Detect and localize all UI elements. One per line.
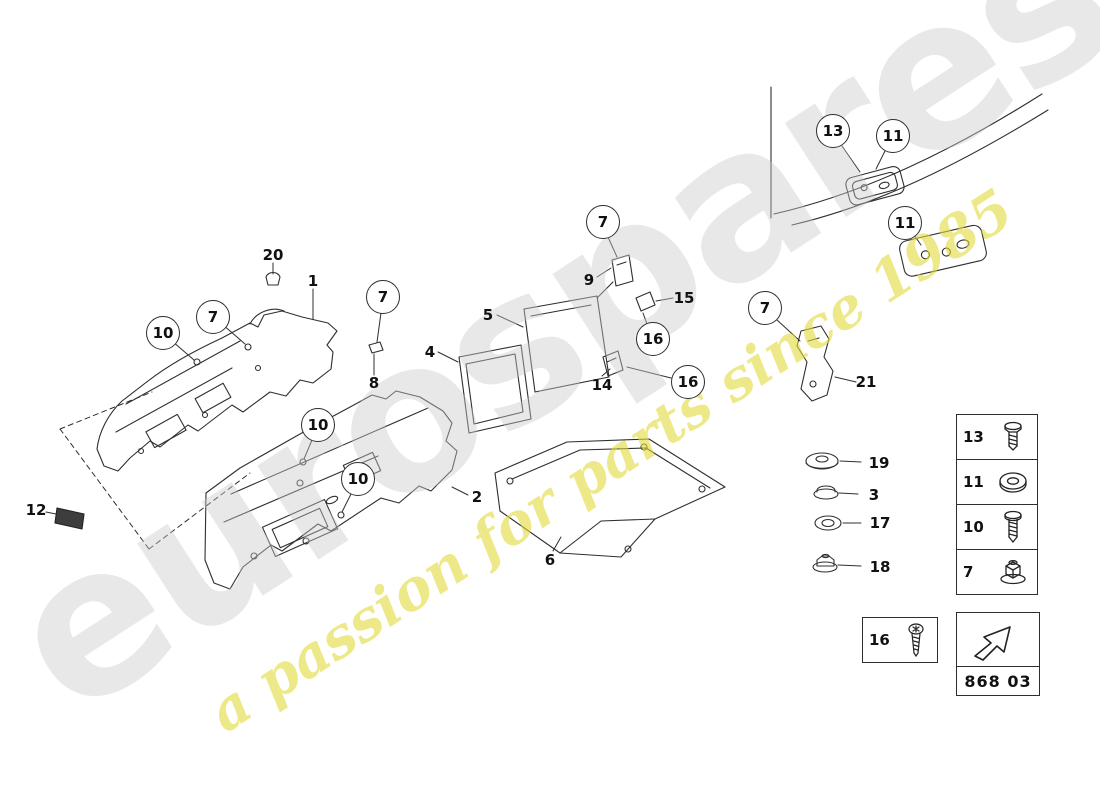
callout-circle-11[interactable]: 11 [888,206,922,240]
fastener-legend-table: 13 11 10 7 [956,414,1038,595]
arrow-icon [957,619,1039,661]
part-label-8[interactable]: 8 [368,374,380,392]
callout-circle-10[interactable]: 10 [301,408,335,442]
part-label-9[interactable]: 9 [583,271,595,289]
legend-part-number: 16 [869,631,890,649]
part-label-1[interactable]: 1 [307,272,319,290]
legend-box-16[interactable]: 16 [862,617,938,663]
part-group-code: 868 03 [956,666,1040,696]
part-label-12[interactable]: 12 [25,501,47,519]
legend-part-number: 13 [963,428,984,446]
part-label-6[interactable]: 6 [544,551,556,569]
flange-nut-icon [989,558,1037,586]
callout-circle-10[interactable]: 10 [341,462,375,496]
part-label-20[interactable]: 20 [262,246,284,264]
pan-head-screw-icon [989,510,1037,544]
nav-arrow-box[interactable] [956,612,1040,668]
part-label-21[interactable]: 21 [855,373,877,391]
callout-circle-11[interactable]: 11 [876,119,910,153]
part-label-18[interactable]: 18 [869,558,891,576]
callout-circle-7[interactable]: 7 [196,300,230,334]
callout-circle-16[interactable]: 16 [636,322,670,356]
callout-circle-16[interactable]: 16 [671,365,705,399]
legend-part-number: 10 [963,518,984,536]
part-label-14[interactable]: 14 [591,376,613,394]
legend-row-10[interactable]: 10 [957,505,1037,550]
legend-part-number: 11 [963,473,984,491]
part-label-5[interactable]: 5 [482,306,494,324]
torx-screw-icon [895,623,937,657]
washer-icon [989,469,1037,495]
part-label-3[interactable]: 3 [868,486,880,504]
part-label-2[interactable]: 2 [471,488,483,506]
part-label-19[interactable]: 19 [868,454,890,472]
legend-row-7[interactable]: 7 [957,550,1037,594]
countersunk-bolt-icon [989,421,1037,453]
callout-circle-7[interactable]: 7 [586,205,620,239]
callout-circle-7[interactable]: 7 [366,280,400,314]
legend-row-13[interactable]: 13 [957,415,1037,460]
part-label-15[interactable]: 15 [673,289,695,307]
part-label-4[interactable]: 4 [424,343,436,361]
callout-circle-13[interactable]: 13 [816,114,850,148]
callout-circle-10[interactable]: 10 [146,316,180,350]
part-label-17[interactable]: 17 [869,514,891,532]
callout-circle-7[interactable]: 7 [748,291,782,325]
legend-part-number: 7 [963,563,974,581]
legend-row-11[interactable]: 11 [957,460,1037,505]
